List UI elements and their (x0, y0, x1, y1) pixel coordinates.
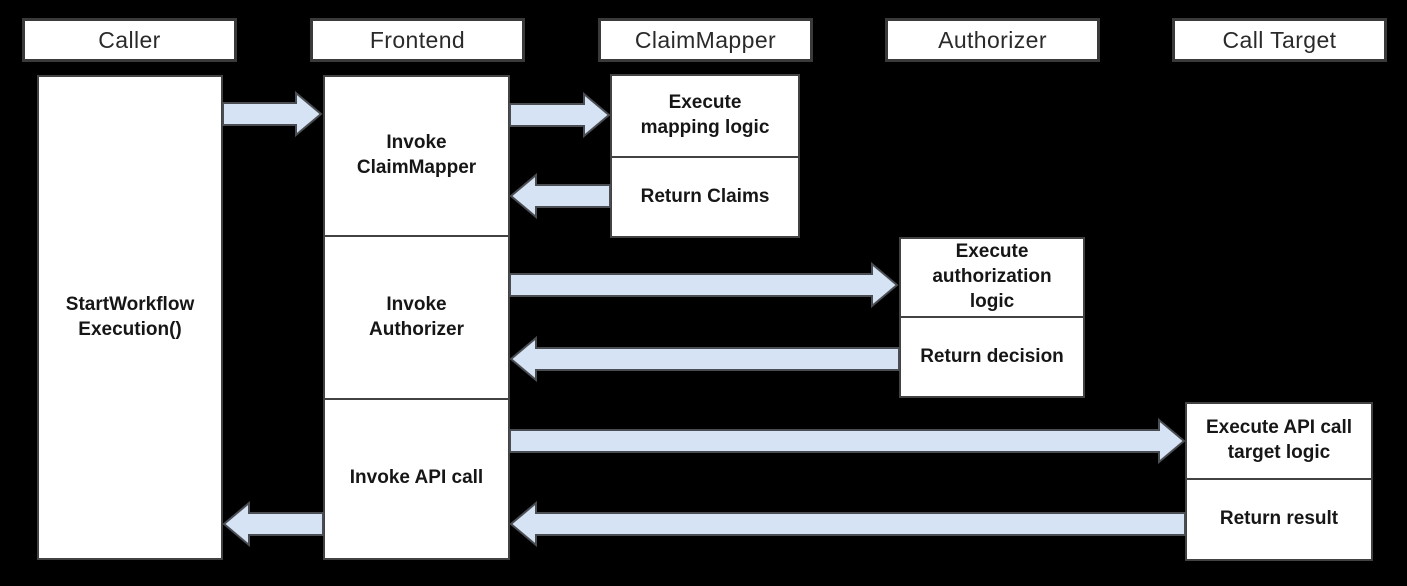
step-execute-api-call-target-logic: Execute API call target logic (1205, 417, 1353, 464)
step-return-decision: Return decision (901, 316, 1083, 396)
arrow-caller-to-frontend-icon (222, 90, 323, 138)
activation-frontend: Invoke ClaimMapper Invoke Authorizer Inv… (323, 75, 510, 560)
arrow-calltarget-to-frontend-icon (509, 500, 1186, 548)
column-header-caller: Caller (22, 18, 237, 62)
arrow-authorizer-to-frontend-icon (509, 335, 900, 383)
step-invoke-authorizer: Invoke Authorizer (325, 235, 508, 397)
arrow-frontend-to-calltarget-icon (509, 417, 1186, 465)
activation-call-target: Execute API call target logic Return res… (1185, 402, 1373, 561)
step-return-result: Return result (1187, 478, 1371, 559)
step-startworkflowexecution: StartWorkflow Execution() (65, 293, 195, 340)
arrow-frontend-to-claimmapper-icon (509, 91, 611, 139)
arrow-claimmapper-to-frontend-icon (509, 172, 611, 220)
activation-authorizer: Execute authorization logic Return decis… (899, 237, 1085, 398)
activation-caller: StartWorkflow Execution() (37, 75, 223, 560)
column-header-authorizer: Authorizer (885, 18, 1100, 62)
step-invoke-api-call: Invoke API call (325, 397, 508, 558)
arrow-frontend-to-authorizer-icon (509, 261, 899, 309)
step-return-claims: Return Claims (612, 155, 798, 236)
column-header-claimmapper: ClaimMapper (598, 18, 813, 62)
arrow-frontend-to-caller-icon (222, 500, 324, 548)
activation-claimmapper: Execute mapping logic Return Claims (610, 74, 800, 238)
step-invoke-claimmapper: Invoke ClaimMapper (356, 132, 477, 179)
column-header-frontend: Frontend (310, 18, 525, 62)
step-execute-authorization-logic: Execute authorization logic (932, 241, 1052, 312)
step-execute-mapping-logic: Execute mapping logic (640, 92, 770, 138)
column-header-call-target: Call Target (1172, 18, 1387, 62)
